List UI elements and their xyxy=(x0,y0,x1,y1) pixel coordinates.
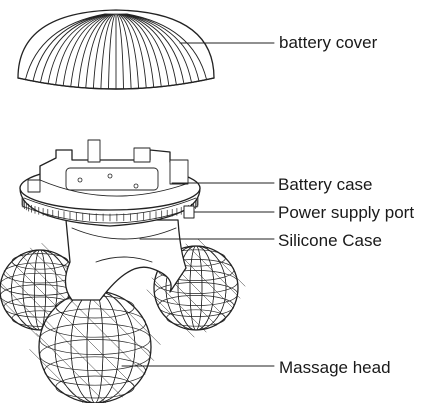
leader-lines xyxy=(121,42,275,367)
label-power-supply-port: Power supply port xyxy=(278,203,415,222)
massager-body-illustration xyxy=(0,139,246,403)
battery-cover-illustration xyxy=(17,9,215,90)
label-massage-head: Massage head xyxy=(279,358,391,377)
label-battery-case: Battery case xyxy=(278,175,373,194)
label-battery-cover: battery cover xyxy=(279,33,378,52)
label-silicone-case: Silicone Case xyxy=(278,231,382,250)
